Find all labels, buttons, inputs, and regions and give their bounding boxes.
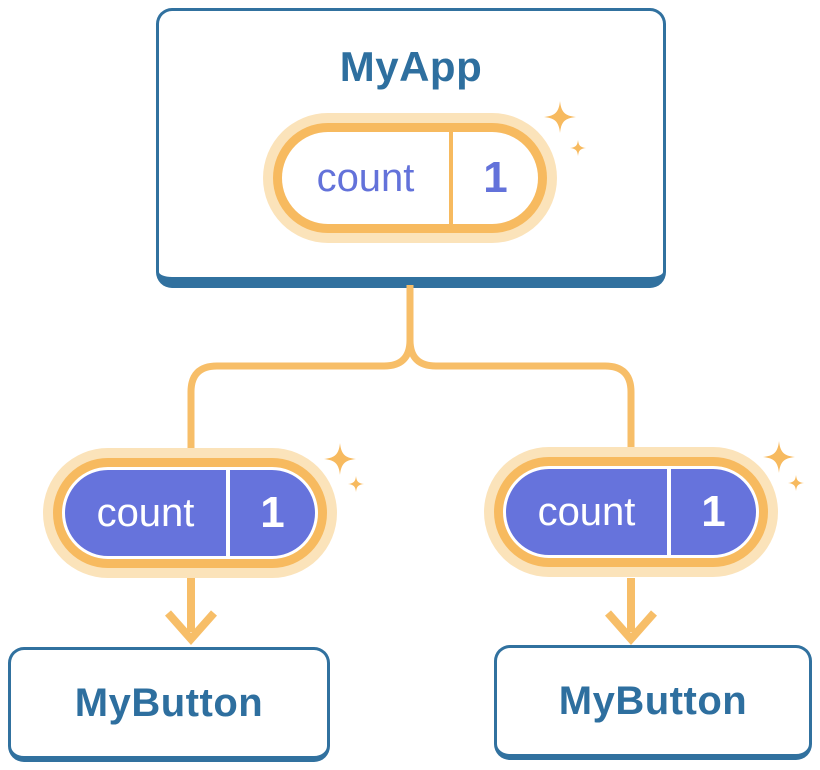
arrow-down-left-head <box>165 610 217 646</box>
pill-core: count 1 <box>282 132 538 224</box>
state-name: count <box>537 489 636 534</box>
state-name: count <box>96 490 195 535</box>
arrow-down-right-head <box>605 610 657 646</box>
pill-ring: count 1 <box>53 458 327 568</box>
pill-divider <box>449 132 453 224</box>
branch-line-right <box>406 285 635 452</box>
state-value: 1 <box>701 487 726 536</box>
component-card-mybutton-right: MyButton <box>494 645 812 760</box>
sparkle-small-icon <box>570 140 586 156</box>
pill-core: count 1 <box>503 466 759 558</box>
sparkle-large-icon <box>763 441 795 473</box>
mybutton-left-title: MyButton <box>74 680 264 725</box>
sparkle-large-icon <box>544 101 576 133</box>
state-pill-myapp: count 1 <box>263 113 557 243</box>
pill-ring: count 1 <box>494 457 768 567</box>
state-name: count <box>316 155 415 200</box>
state-value: 1 <box>483 153 508 202</box>
state-pill-mybutton-left: count 1 <box>43 448 337 578</box>
state-pill-mybutton-right: count 1 <box>484 447 778 577</box>
pill-divider <box>667 469 671 555</box>
pill-divider <box>226 470 230 556</box>
state-value: 1 <box>260 488 285 537</box>
component-card-mybutton-left: MyButton <box>8 647 330 762</box>
sparkle-small-icon <box>348 476 364 492</box>
pill-core: count 1 <box>62 467 318 559</box>
myapp-title: MyApp <box>339 43 483 90</box>
mybutton-right-title: MyButton <box>558 678 748 723</box>
branch-line-left <box>187 285 414 452</box>
pill-ring: count 1 <box>273 123 547 233</box>
sparkle-small-icon <box>788 475 804 491</box>
sparkle-large-icon <box>324 443 356 475</box>
